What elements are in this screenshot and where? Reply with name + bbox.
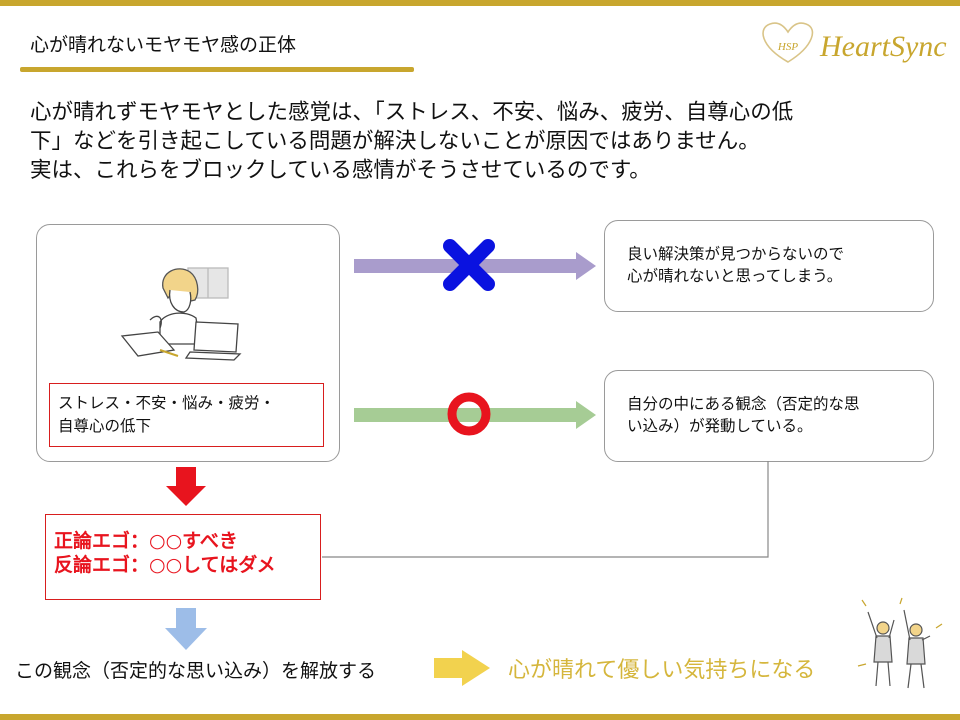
heart-logo-icon: HSP HeartSync — [762, 22, 947, 63]
ego-line: 正論エゴ：○○すべき — [54, 530, 238, 552]
intro-line: 実は、これらをブロックしている感情がそうさせているのです。 — [30, 158, 651, 183]
page-title: 心が晴れないモヤモヤ感の正体 — [30, 34, 297, 56]
logo-mark: HSP — [777, 41, 798, 53]
stress-factors-box: ストレス・不安・悩み・疲労・ 自尊心の低下 — [49, 383, 324, 447]
intro-paragraph: 心が晴れずモヤモヤとした感覚は、「ストレス、不安、悩み、疲労、自尊心の低 下」な… — [30, 98, 930, 185]
stress-line: ストレス・不安・悩み・疲労・ — [58, 394, 276, 412]
result-text: 心が晴れて優しい気持ちになる — [508, 658, 816, 683]
true-cause-line: 自分の中にある観念（否定的な思 — [627, 395, 860, 413]
misconception-line: 心が晴れないと思ってしまう。 — [627, 267, 843, 285]
true-cause-line: い込み）が発動している。 — [627, 417, 813, 435]
right-arrow-icon — [434, 650, 490, 686]
intro-line: 下」などを引き起こしている問題が解決しないことが原因ではありません。 — [30, 129, 760, 154]
circle-mark-icon — [447, 392, 491, 436]
release-belief-text: この観念（否定的な思い込み）を解放する — [15, 660, 377, 682]
cross-mark-icon — [443, 239, 495, 291]
ego-box: 正論エゴ：○○すべき 反論エゴ：○○してはダメ — [45, 514, 321, 600]
correct-path-arrow — [354, 401, 596, 429]
true-cause-box: 自分の中にある観念（否定的な思 い込み）が発動している。 — [604, 370, 934, 462]
intro-line: 心が晴れずモヤモヤとした感覚は、「ストレス、不安、悩み、疲労、自尊心の低 — [30, 100, 794, 125]
bottom-gold-bar — [0, 714, 960, 720]
down-arrow-icon — [166, 467, 206, 506]
misconception-box: 良い解決策が見つからないので 心が晴れないと思ってしまう。 — [604, 220, 934, 312]
heartsync-logo: HSP HeartSync — [750, 10, 950, 70]
down-arrow-icon — [165, 608, 207, 650]
ego-line: 反論エゴ：○○してはダメ — [54, 554, 276, 576]
misconception-line: 良い解決策が見つからないので — [627, 245, 845, 263]
top-gold-bar — [0, 0, 960, 6]
connector-line — [322, 461, 769, 558]
title-underline — [20, 67, 414, 72]
stress-line: 自尊心の低下 — [58, 417, 152, 435]
celebrating-people-illustration — [857, 597, 943, 689]
logo-text: HeartSync — [819, 30, 947, 63]
